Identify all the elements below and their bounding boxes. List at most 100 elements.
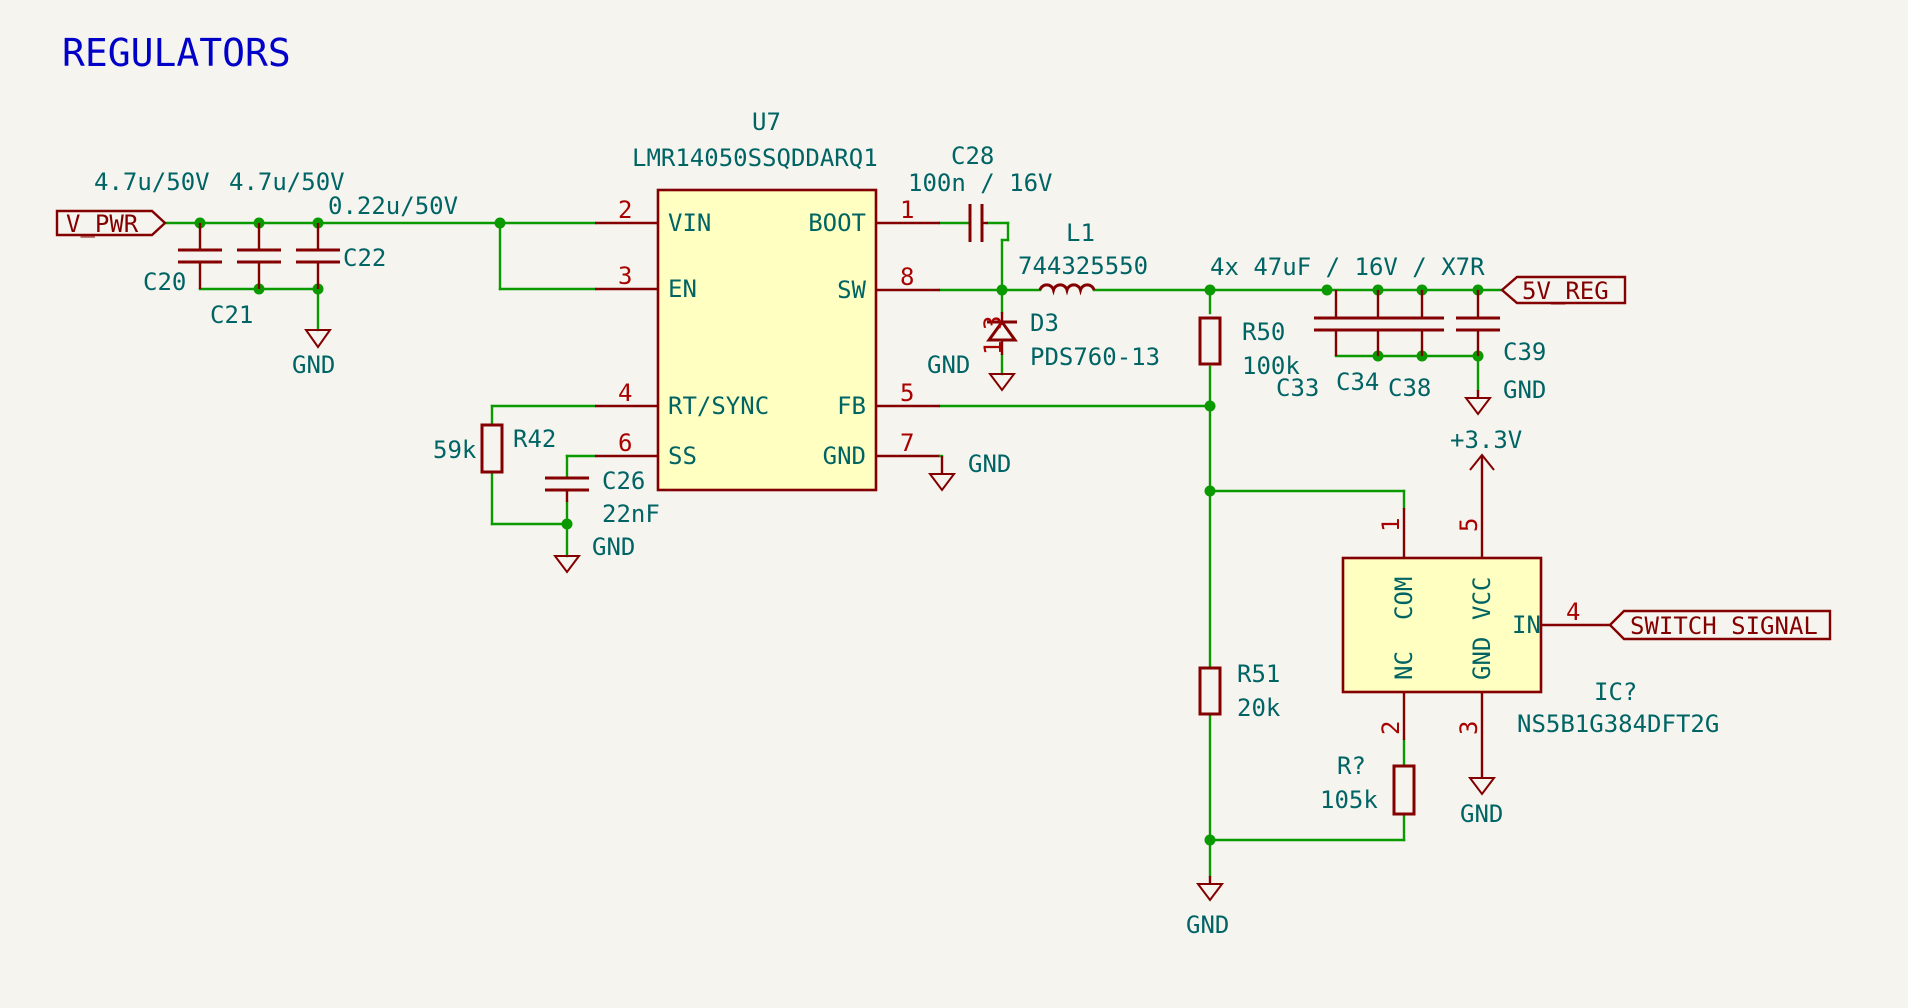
capacitor-c28[interactable]: C28 100n / 16V (908, 142, 1053, 242)
capacitor-c34[interactable]: C34 (1336, 290, 1400, 396)
c33-ref: C33 (1276, 374, 1319, 402)
diode-d3[interactable]: 3 1 D3 PDS760-13 (979, 309, 1160, 371)
u7-pin-sw: SW (837, 276, 866, 304)
l1-ref: L1 (1066, 219, 1095, 247)
svg-text:GND: GND (927, 351, 970, 379)
svg-text:1: 1 (900, 196, 914, 224)
u7-pin-en: EN (668, 275, 697, 303)
c22-ref: C22 (343, 244, 386, 272)
inductor-l1[interactable]: L1 744325550 (1018, 219, 1148, 296)
svg-text:V_PWR: V_PWR (66, 210, 139, 238)
u7-pin-fb: FB (837, 392, 866, 420)
svg-text:GND: GND (1186, 911, 1229, 939)
capacitor-c39[interactable]: C39 (1456, 290, 1546, 366)
c20-ref: C20 (143, 268, 186, 296)
svg-text:GND: GND (968, 450, 1011, 478)
d3-value: PDS760-13 (1030, 343, 1160, 371)
svg-text:1: 1 (1377, 518, 1405, 532)
capacitor-c20[interactable]: C20 4.7u/50V (94, 168, 222, 296)
regulator-u7[interactable]: U7 LMR14050SSQDDARQ1 VIN 2 EN 3 RT/SYNC … (595, 108, 940, 492)
r42-value: 59k (433, 436, 477, 464)
l1-value: 744325550 (1018, 252, 1148, 280)
label-v-pwr[interactable]: V_PWR (55, 209, 167, 238)
svg-text:1: 1 (979, 341, 1007, 355)
c26-ref: C26 (602, 467, 645, 495)
resistor-r50[interactable]: R50 100k (1198, 316, 1300, 380)
u7-pin-gnd: GND (823, 442, 866, 470)
r50-value: 100k (1242, 352, 1300, 380)
label-switch-signal[interactable]: SWITCH_SIGNAL (1543, 609, 1832, 641)
c28-value: 100n / 16V (908, 169, 1053, 197)
resistor-r-unassigned[interactable]: R? 105k (1320, 752, 1416, 816)
rq-value: 105k (1320, 786, 1378, 814)
svg-text:6: 6 (618, 429, 632, 457)
r50-ref: R50 (1242, 318, 1285, 346)
u7-pin-rt-sync: RT/SYNC (668, 392, 769, 420)
svg-text:3: 3 (618, 262, 632, 290)
capacitor-c21[interactable]: C21 4.7u/50V (210, 168, 345, 329)
c26-value: 22nF (602, 500, 660, 528)
rq-ref: R? (1337, 752, 1366, 780)
c39-ref: C39 (1503, 338, 1546, 366)
capacitor-c38[interactable]: C38 (1388, 290, 1444, 402)
svg-text:3: 3 (1455, 721, 1483, 735)
label-5v-reg[interactable]: 5V_REG (1500, 275, 1627, 305)
sheet-title: REGULATORS (62, 31, 291, 75)
ic-pin-vcc: VCC (1468, 577, 1496, 620)
gnd-symbol-u7: GND (928, 450, 1011, 492)
svg-text:+3.3V: +3.3V (1450, 426, 1522, 454)
gnd-symbol-output: GND (1464, 376, 1546, 416)
c21-ref: C21 (210, 301, 253, 329)
r51-ref: R51 (1237, 660, 1280, 688)
gnd-symbol-input: GND (292, 329, 335, 379)
svg-text:2: 2 (1377, 721, 1405, 735)
svg-text:GND: GND (1460, 800, 1503, 828)
gnd-symbol-d3: GND (927, 351, 1016, 392)
output-caps-value: 4x 47uF / 16V / X7R (1210, 253, 1485, 281)
resistor-r42[interactable]: R42 59k (433, 423, 556, 474)
svg-text:GND: GND (292, 351, 335, 379)
gnd-symbol-c26: GND (553, 533, 635, 574)
gnd-symbol-ic: GND (1460, 770, 1503, 828)
ic-pin-in: IN (1512, 611, 1541, 639)
ic-pin-gnd: GND (1468, 637, 1496, 680)
wires (163, 221, 1504, 878)
u7-value: LMR14050SSQDDARQ1 (632, 144, 878, 172)
ic-pin-nc: NC (1390, 651, 1418, 680)
svg-text:4: 4 (1566, 598, 1580, 626)
c38-ref: C38 (1388, 374, 1431, 402)
r51-value: 20k (1237, 694, 1281, 722)
svg-text:5V_REG: 5V_REG (1522, 277, 1609, 305)
r42-ref: R42 (513, 425, 556, 453)
ic-ref: IC? (1594, 678, 1637, 706)
svg-text:5: 5 (1455, 518, 1483, 532)
ic-value: NS5B1G384DFT2G (1517, 710, 1719, 738)
ic-pin-com: COM (1390, 577, 1418, 620)
svg-text:5: 5 (900, 379, 914, 407)
svg-text:7: 7 (900, 429, 914, 457)
power-symbol-3v3: +3.3V (1450, 426, 1522, 486)
capacitor-c33[interactable]: C33 (1276, 290, 1358, 402)
u7-pin-vin: VIN (668, 209, 711, 237)
resistor-r51[interactable]: R51 20k (1198, 660, 1281, 722)
svg-text:GND: GND (1503, 376, 1546, 404)
svg-text:4: 4 (618, 379, 632, 407)
c34-ref: C34 (1336, 368, 1379, 396)
u7-pin-ss: SS (668, 442, 697, 470)
u7-pin-boot: BOOT (808, 209, 866, 237)
capacitor-c22[interactable]: C22 0.22u/50V (296, 192, 458, 289)
svg-text:8: 8 (900, 263, 914, 291)
analog-switch-ic[interactable]: COM VCC IN NC GND 1 5 4 2 3 IC? NS5B1G38… (1341, 486, 1719, 770)
u7-ref: U7 (752, 108, 781, 136)
c28-ref: C28 (951, 142, 994, 170)
c21-value: 4.7u/50V (229, 168, 345, 196)
svg-text:2: 2 (618, 196, 632, 224)
capacitor-c26[interactable]: C26 22nF (545, 467, 660, 528)
c20-value: 4.7u/50V (94, 168, 210, 196)
svg-text:3: 3 (979, 316, 1007, 330)
c22-value: 0.22u/50V (328, 192, 458, 220)
d3-ref: D3 (1030, 309, 1059, 337)
svg-text:GND: GND (592, 533, 635, 561)
svg-text:SWITCH_SIGNAL: SWITCH_SIGNAL (1630, 612, 1818, 640)
